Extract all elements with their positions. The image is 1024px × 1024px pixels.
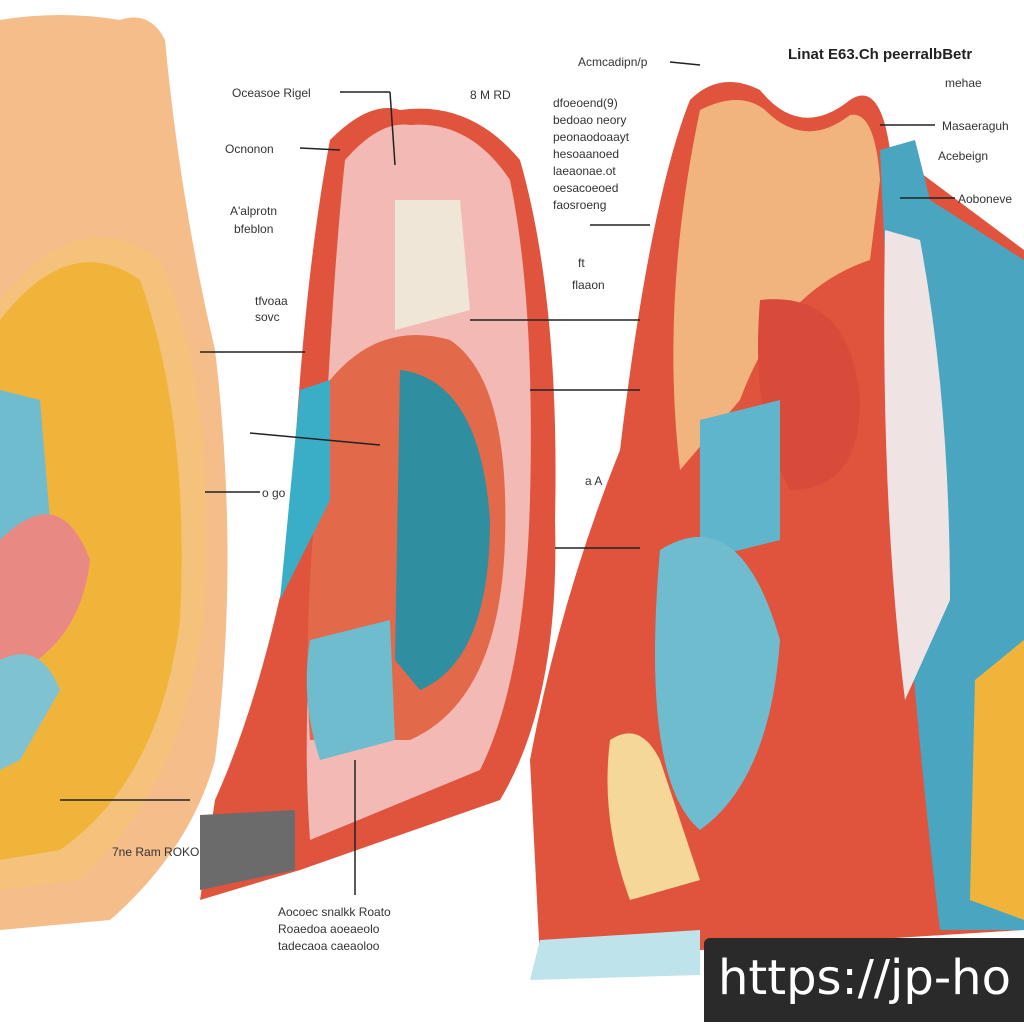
label-11: sovc — [255, 310, 280, 324]
diagram-title: Linat E63.Ch peerralbBetr — [788, 46, 973, 63]
label-16: flaaon — [572, 278, 605, 292]
label-3: Ocnonon — [225, 142, 274, 156]
label-10: tfvoaa — [255, 294, 288, 308]
list-label: dfoeoend(9) — [553, 96, 618, 110]
label-2: 8 M RD — [470, 88, 511, 102]
watermark: https://jp-ho — [704, 938, 1024, 1022]
list-label: peonaodoaayt — [553, 130, 630, 144]
list-label: bedoao neory — [553, 113, 627, 127]
leader-lines — [60, 61, 955, 895]
label-4: Acmcadipn/p — [578, 55, 648, 69]
bottom-label-group: Aocoec snalkk Roato Roaedoa aoeaeolo tad… — [278, 905, 391, 953]
label-13: o go — [262, 486, 286, 500]
bottom-label: Aocoec snalkk Roato — [278, 905, 391, 919]
list-label: faosroeng — [553, 198, 607, 212]
middle-ear-section — [200, 108, 556, 900]
list-label: laeaonae.ot — [553, 164, 616, 178]
label-9: bfeblon — [234, 222, 274, 236]
label-8: A'alprotn — [230, 204, 277, 218]
label-5: Masaeraguh — [942, 119, 1009, 133]
label-12: a A — [585, 474, 603, 488]
right-ear-section — [530, 82, 1024, 980]
label-14: 7ne Ram ROKO — [112, 845, 200, 859]
list-label: oesacoeoed — [553, 181, 619, 195]
left-ear-section — [0, 15, 228, 930]
list-label: hesoaanoed — [553, 147, 620, 161]
label-15: ft — [578, 256, 585, 270]
label-7: Aoboneve — [958, 192, 1013, 206]
subtitle: mehae — [945, 76, 982, 90]
bottom-label: tadecaoa caeaoloo — [278, 939, 380, 953]
label-1: Oceasoe Rigel — [232, 86, 311, 100]
label-6: Acebeign — [938, 149, 989, 163]
label-list: dfoeoend(9) bedoao neory peonaodoaayt he… — [553, 96, 629, 212]
bottom-label: Roaedoa aoeaeolo — [278, 922, 380, 936]
